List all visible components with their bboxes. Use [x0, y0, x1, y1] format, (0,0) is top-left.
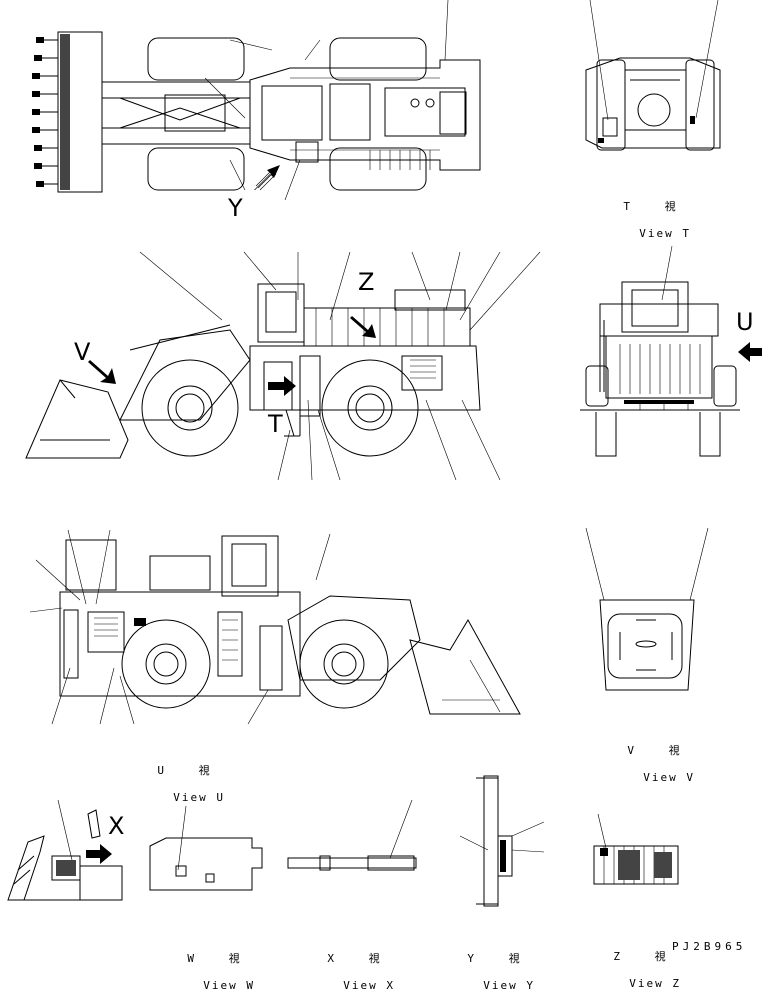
- caption-view-t-en: View T: [639, 227, 691, 240]
- view-z-drawing: [593, 813, 679, 885]
- caption-view-u-en: View U: [173, 791, 225, 804]
- marker-t: T: [268, 410, 283, 438]
- left-side-view: [25, 251, 541, 481]
- cab-interior-drawing: [7, 799, 123, 901]
- marker-x: X: [108, 812, 125, 840]
- caption-view-z-jp: Z 視: [613, 950, 680, 963]
- caption-view-u-jp: U 視: [157, 764, 224, 777]
- caption-view-x-en: View X: [343, 979, 395, 992]
- caption-view-y-en: View Y: [483, 979, 535, 992]
- caption-view-y: Y 視 View Y: [466, 924, 535, 992]
- caption-view-z-en: View Z: [629, 977, 681, 990]
- marker-y: Y: [228, 194, 243, 222]
- caption-view-x: X 視 View X: [326, 924, 395, 992]
- top-plan-view: [32, 0, 481, 201]
- caption-view-w: W 視 View W: [186, 924, 255, 992]
- drawing-code: PJ2B965: [672, 940, 747, 953]
- view-x-drawing: [287, 799, 417, 871]
- caption-view-v-en: View V: [643, 771, 695, 784]
- view-w-drawing: [149, 805, 263, 891]
- caption-view-y-jp: Y 視: [467, 952, 534, 965]
- view-y-drawing: [459, 775, 545, 907]
- front-view: [580, 245, 762, 457]
- view-t-drawing: [585, 0, 721, 151]
- view-u-drawing: [29, 529, 521, 725]
- caption-view-v: V 視 View V: [626, 716, 695, 784]
- caption-view-t: T 視 View T: [622, 172, 691, 240]
- parts-diagram-sheet: [7, 0, 762, 907]
- marker-v: V: [74, 338, 91, 366]
- marker-u: U: [736, 308, 754, 336]
- caption-view-x-jp: X 視: [327, 952, 394, 965]
- marker-z: Z: [358, 268, 375, 296]
- caption-view-w-en: View W: [203, 979, 255, 992]
- caption-view-v-jp: V 視: [627, 744, 694, 757]
- caption-view-t-jp: T 視: [623, 200, 690, 213]
- caption-view-u: U 視 View U: [156, 736, 225, 804]
- caption-view-w-jp: W 視: [187, 952, 254, 965]
- caption-view-z: Z 視 View Z: [612, 922, 681, 990]
- view-v-drawing: [585, 527, 709, 691]
